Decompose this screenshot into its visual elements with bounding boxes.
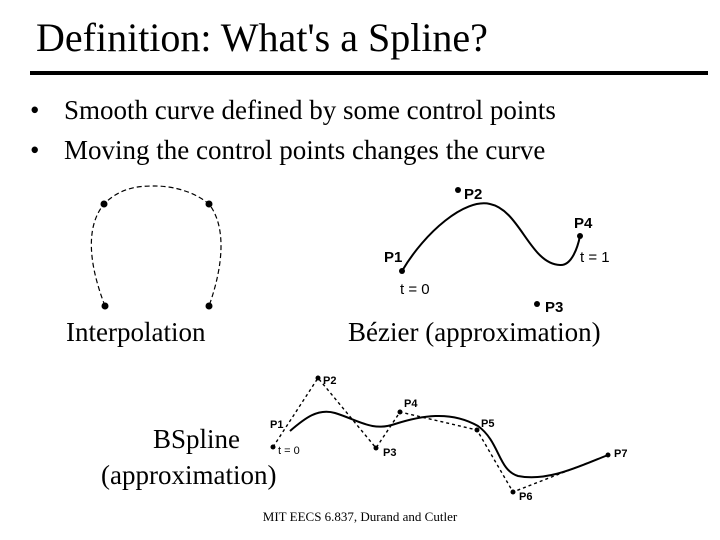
bullet-icon: • xyxy=(30,135,40,165)
control-point xyxy=(605,452,611,458)
bullet-text: Smooth curve defined by some control poi… xyxy=(64,95,556,125)
title-underline xyxy=(30,71,708,75)
interpolation-curve xyxy=(90,185,222,307)
control-point xyxy=(205,200,213,208)
bspline-label-t0: t = 0 xyxy=(278,445,300,457)
bspline-caption-line1: BSpline xyxy=(153,424,241,454)
bullet-item: • Smooth curve defined by some control po… xyxy=(30,90,556,130)
bullet-list: • Smooth curve defined by some control po… xyxy=(30,90,556,170)
bspline-figure: P1 P2 P3 P4 P5 P6 P7 t = 0 xyxy=(270,375,627,503)
bspline-label-p3: P3 xyxy=(383,447,396,459)
bezier-label-p2: P2 xyxy=(464,186,482,203)
control-point xyxy=(373,445,379,451)
bezier-label-t1: t = 1 xyxy=(580,249,610,266)
bezier-label-p4: P4 xyxy=(574,215,593,232)
bullet-item: • Moving the control points changes the c… xyxy=(30,130,556,170)
interpolation-caption: Interpolation xyxy=(66,317,206,347)
bezier-label-p3: P3 xyxy=(545,299,563,316)
control-polygon xyxy=(272,376,609,493)
interpolation-figure xyxy=(90,185,222,310)
bspline-label-p7: P7 xyxy=(614,448,627,460)
footer-credit: MIT EECS 6.837, Durand and Cutler xyxy=(262,509,458,524)
control-point xyxy=(397,409,403,415)
control-point xyxy=(270,444,276,450)
bspline-label-p5: P5 xyxy=(481,418,494,430)
slide-title: Definition: What's a Spline? xyxy=(36,15,488,60)
control-point xyxy=(577,233,583,239)
control-point xyxy=(101,302,109,310)
bezier-label-p1: P1 xyxy=(384,249,402,266)
bezier-caption: Bézier (approximation) xyxy=(348,317,601,347)
control-point xyxy=(399,268,405,274)
bspline-caption-line2: (approximation) xyxy=(101,460,277,490)
control-point xyxy=(534,301,540,307)
control-point xyxy=(205,302,213,310)
control-point xyxy=(315,375,321,381)
control-point xyxy=(474,427,480,433)
bspline-curve xyxy=(289,410,609,479)
bezier-curve xyxy=(401,202,581,272)
bullet-icon: • xyxy=(30,95,40,125)
bspline-label-p2: P2 xyxy=(323,375,336,387)
bezier-figure: P1 P2 P3 P4 t = 0 t = 1 xyxy=(384,186,610,316)
bspline-label-p6: P6 xyxy=(519,491,532,503)
bspline-label-p1: P1 xyxy=(270,419,283,431)
bspline-label-p4: P4 xyxy=(404,398,418,410)
control-point xyxy=(100,200,108,208)
bezier-label-t0: t = 0 xyxy=(400,281,430,298)
bullet-text: Moving the control points changes the cu… xyxy=(64,135,546,165)
control-point xyxy=(455,187,461,193)
control-point xyxy=(510,489,516,495)
